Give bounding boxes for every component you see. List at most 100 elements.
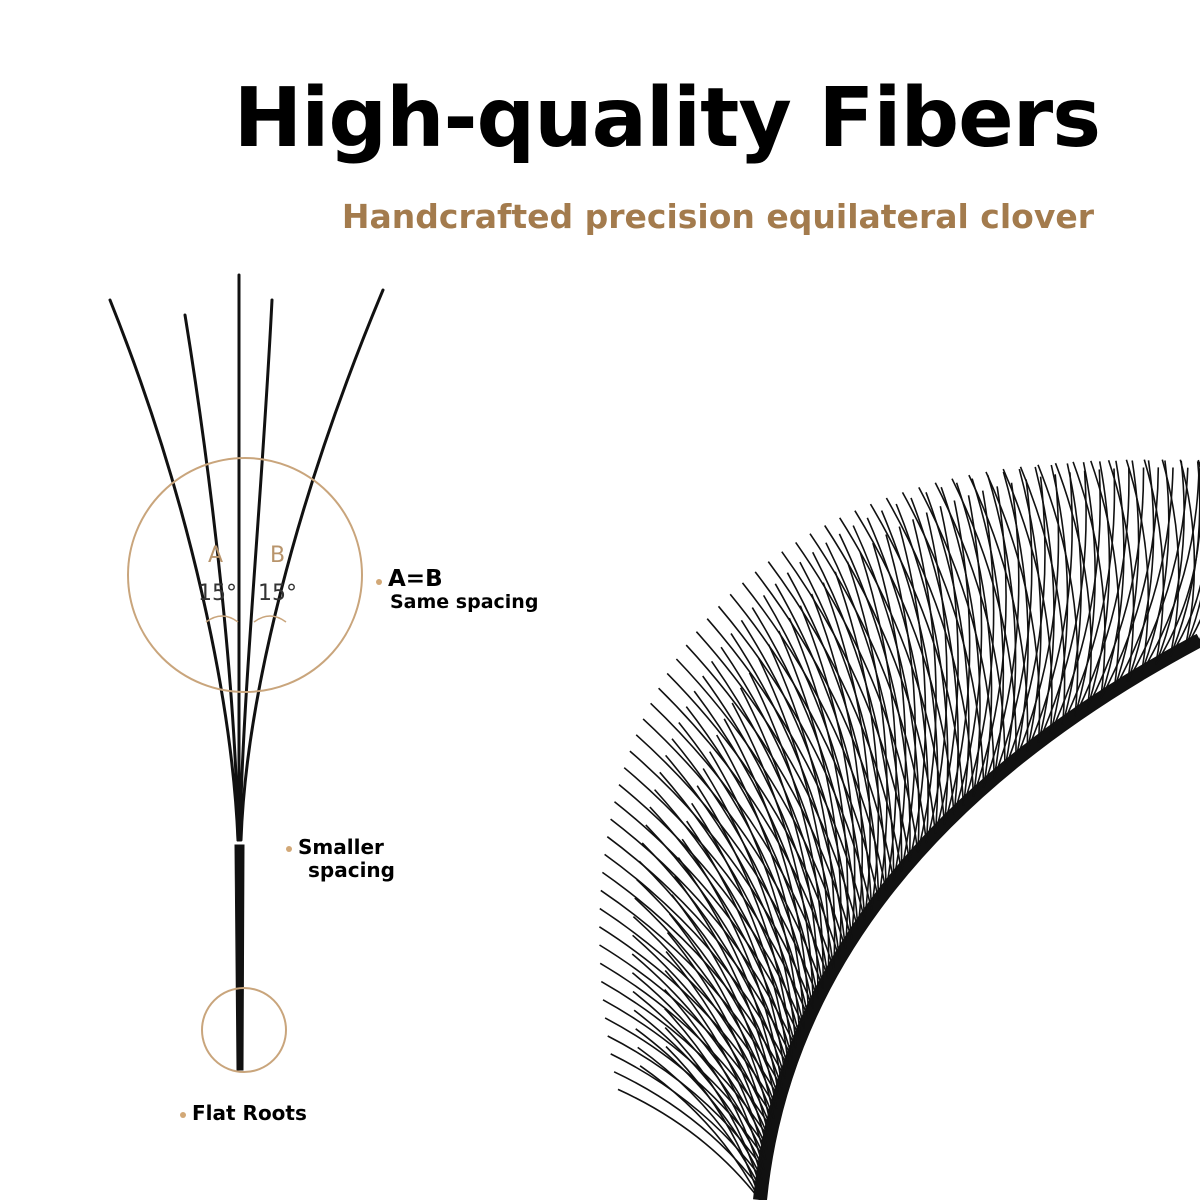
lash-fiber: [702, 675, 829, 979]
lash-fiber: [642, 718, 824, 989]
callout-flat-roots: Flat Roots: [180, 1102, 307, 1125]
arc-b: [253, 615, 287, 623]
lash-fiber: [1140, 468, 1200, 674]
lash-fiber: [951, 478, 1017, 761]
lash-fiber: [1049, 464, 1069, 734]
lash-fiber: [666, 672, 841, 959]
lash-fiber: [866, 517, 929, 844]
callout-smaller-line2: spacing: [308, 858, 395, 882]
lash-fiber: [638, 860, 783, 1089]
bullet-dot: [376, 578, 382, 585]
lash-fiber: [602, 999, 768, 1150]
lash-fiber: [940, 486, 981, 797]
lash-fiber: [600, 889, 783, 1089]
angle-b: 15°: [258, 581, 297, 606]
callout-equal-spacing: A=B Same spacing: [376, 566, 538, 614]
lash-fiber: [1184, 469, 1200, 649]
lash-fiber: [885, 534, 917, 872]
lash-fiber: [599, 907, 780, 1099]
lash-fiber: [1015, 474, 1060, 761]
lash-fiber: [666, 931, 771, 1140]
lash-fiber: [668, 913, 773, 1130]
lash-fiber: [1037, 464, 1079, 716]
lash-fiber: [741, 582, 887, 891]
bullet-dot: [180, 1111, 186, 1118]
lash-fiber: [1090, 460, 1120, 691]
lash-fiber: [774, 583, 873, 910]
callout-equal-detail: Same spacing: [390, 591, 539, 614]
lash-fiber: [962, 490, 995, 806]
fiber-5: [239, 288, 385, 842]
lash-fiber: [809, 533, 928, 844]
lash-fiber: [617, 1088, 761, 1200]
lash-fiber: [637, 1046, 762, 1191]
lash-fiber: [618, 783, 805, 1029]
lash-fiber: [604, 1017, 767, 1160]
lash-fiber: [613, 1071, 762, 1191]
lash-fiber: [632, 934, 773, 1130]
lash-fiber: [885, 497, 975, 797]
lash-fiber: [838, 533, 911, 862]
lash-fiber: [971, 478, 1005, 779]
lash-band: [753, 633, 1200, 1200]
callout-roots-text: Flat Roots: [192, 1101, 307, 1125]
lash-fiber: [610, 1053, 764, 1181]
angle-a: 15°: [198, 581, 237, 606]
lash-fiber: [650, 702, 829, 979]
lash-fiber: [1061, 463, 1082, 725]
lash-fiber: [898, 526, 927, 863]
lash-fiber: [623, 767, 810, 1019]
lash-fiber: [1154, 460, 1185, 665]
angle-detail-circle: [127, 457, 363, 693]
lash-fiber: [872, 542, 907, 882]
lash-fiber: [695, 631, 859, 930]
lash-fiber: [607, 1035, 765, 1170]
fiber-4: [238, 298, 274, 842]
lash-fiber: [632, 990, 767, 1160]
lash-strip: [598, 459, 1200, 1200]
lash-fiber: [629, 750, 814, 1009]
lash-fiber: [706, 618, 866, 920]
lash-fiber: [799, 561, 887, 891]
lash-fiber: [675, 658, 847, 950]
page-title: High-quality Fibers: [233, 71, 1101, 166]
fiber-2: [183, 313, 240, 842]
page-subtitle: Handcrafted precision equilateral clover: [341, 197, 1094, 236]
lash-fiber: [604, 853, 790, 1069]
callout-equal-main: A=B: [388, 566, 443, 592]
lash-fiber: [1019, 466, 1066, 725]
lash-fiber: [1072, 461, 1106, 699]
lash-fiber: [839, 517, 946, 825]
lash-fiber: [852, 525, 920, 853]
lash-fiber: [925, 512, 948, 844]
lash-fiber: [767, 561, 903, 872]
lash-fiber: [1002, 471, 1029, 761]
lash-fiber: [720, 646, 841, 959]
lash-fiber: [1161, 459, 1180, 657]
lash-fiber: [795, 541, 919, 853]
lash-fiber: [880, 510, 939, 834]
lash-fiber: [1018, 468, 1042, 752]
lash-fiber: [854, 510, 955, 815]
root-detail-circle: [201, 987, 287, 1073]
lash-fiber: [1140, 460, 1170, 674]
lash-fiber: [664, 754, 805, 1029]
lash-fiber: [601, 871, 787, 1079]
lash-fiber: [1099, 467, 1160, 699]
lash-fiber: [1002, 468, 1053, 734]
lash-fiber: [631, 953, 771, 1140]
lash-fiber: [1179, 459, 1196, 649]
lash-fiber: [614, 801, 801, 1039]
label-a: A: [208, 543, 223, 568]
lash-fiber: [1054, 462, 1092, 708]
lash-fiber: [1169, 461, 1200, 657]
lash-fiber: [859, 551, 897, 891]
lash-fiber: [824, 525, 937, 834]
lash-fiber: [633, 1009, 765, 1170]
lash-fiber: [641, 842, 787, 1079]
fiber-stem: [234, 844, 245, 1071]
lash-fiber: [671, 738, 810, 1019]
lash-fiber: [717, 605, 873, 910]
callout-smaller-spacing: Smaller spacing: [286, 836, 395, 882]
lash-fiber: [1169, 469, 1200, 657]
